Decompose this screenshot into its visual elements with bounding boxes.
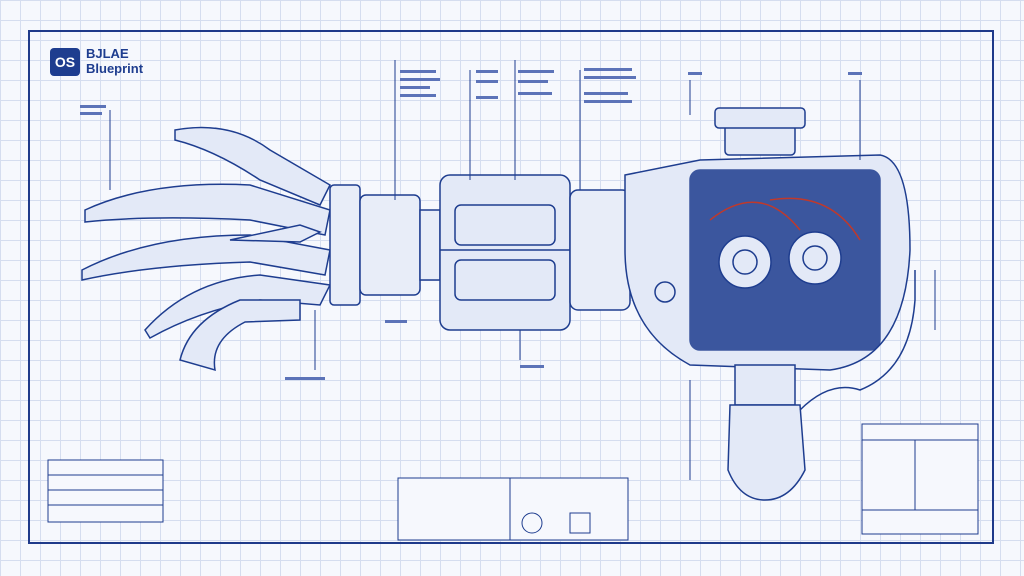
annotations [109, 60, 936, 480]
spec-table-right [861, 423, 979, 535]
elbow-connector [569, 189, 631, 311]
drawing-frame [28, 30, 994, 544]
forearm-module [439, 174, 571, 331]
drawing-title: BJLAE Blueprint [86, 46, 143, 76]
wrist-joint [329, 184, 441, 306]
robotic-hand [81, 126, 332, 372]
annotation-text-placeholders [80, 68, 862, 380]
spec-table-left [47, 459, 164, 523]
logo: OS [50, 48, 80, 76]
motor-housing [624, 107, 916, 501]
title-line-2: Blueprint [86, 61, 144, 76]
title-line-1: BJLAE [86, 46, 129, 61]
spec-table-bottom [397, 477, 629, 541]
